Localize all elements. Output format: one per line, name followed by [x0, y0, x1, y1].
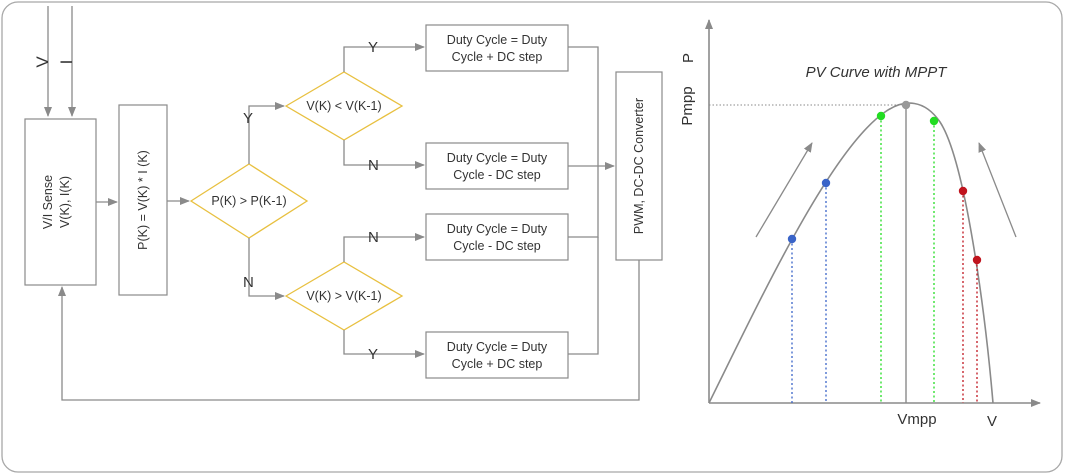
duty-increase-1-line1: Duty Cycle = Duty — [447, 33, 548, 47]
mpp-point — [901, 100, 911, 110]
direction-arrow-left — [755, 142, 813, 238]
duty-increase-2-line1: Duty Cycle = Duty — [447, 340, 548, 354]
decision-upper-diamond — [284, 71, 404, 141]
power-calc-label: P(K) = V(K) * I (K) — [136, 150, 150, 250]
y-axis-label: P — [680, 53, 697, 63]
label-lower-no: N — [368, 229, 379, 246]
duty-increase-box-1 — [425, 24, 569, 72]
duty-decrease-box-2 — [425, 213, 569, 261]
duty-increase-1-line2: Cycle + DC step — [452, 50, 543, 64]
label-lower-yes: Y — [368, 346, 378, 363]
x-axis-label: V — [987, 413, 997, 430]
operating-point-blue-2 — [821, 178, 831, 188]
duty-decrease-2-line1: Duty Cycle = Duty — [447, 222, 548, 236]
operating-point-red-1 — [958, 186, 968, 196]
connector-out1 — [568, 46, 599, 166]
connector-out4 — [568, 237, 599, 355]
vi-sense-values: V(K), I(K) — [58, 176, 72, 228]
input-v-label: V — [33, 56, 52, 68]
feedback-loop — [58, 260, 640, 401]
pmpp-label: Pmpp — [679, 86, 696, 125]
decision-lower-label: V(K) > V(K-1) — [306, 289, 381, 303]
duty-decrease-2-line2: Cycle - DC step — [453, 239, 541, 253]
duty-decrease-1-line1: Duty Cycle = Duty — [447, 151, 548, 165]
pwm-converter-label: PWM, DC-DC Converter — [632, 98, 646, 234]
decision-main-label: P(K) > P(K-1) — [211, 194, 286, 208]
input-i-label: I — [57, 60, 76, 65]
operating-point-red-2 — [972, 255, 982, 265]
decision-main-diamond — [189, 163, 309, 239]
branch-main-yes — [248, 102, 285, 164]
duty-decrease-box-1 — [425, 142, 569, 190]
operating-point-green-2 — [929, 116, 939, 126]
duty-decrease-1-line2: Cycle - DC step — [453, 168, 541, 182]
chart-title: PV Curve with MPPT — [806, 64, 949, 81]
duty-increase-2-line2: Cycle + DC step — [452, 357, 543, 371]
power-calc-box — [118, 104, 168, 296]
label-main-no: N — [243, 274, 254, 291]
flowchart: V I V/I Sense V(K), I(K) P(K) = V(K) * I… — [24, 6, 663, 401]
branch-upper-yes — [343, 43, 425, 72]
vmpp-label: Vmpp — [897, 411, 936, 428]
pwm-converter-box — [615, 71, 663, 261]
direction-arrow-right — [978, 142, 1017, 238]
decision-lower-diamond — [284, 261, 404, 331]
operating-point-blue-1 — [787, 234, 797, 244]
branch-upper-no — [343, 140, 425, 169]
branch-main-no — [248, 238, 285, 300]
operating-point-green-1 — [876, 111, 886, 121]
pv-curve-plot: P Pmpp V Vmpp PV Curve with MPPT — [679, 19, 1041, 430]
decision-upper-label: V(K) < V(K-1) — [306, 99, 381, 113]
vi-sense-box — [24, 118, 97, 286]
branch-lower-yes — [343, 330, 425, 358]
label-upper-no: N — [368, 157, 379, 174]
duty-increase-box-2 — [425, 331, 569, 379]
label-upper-yes: Y — [368, 39, 378, 56]
branch-lower-no — [343, 233, 425, 262]
vi-sense-label: V/I Sense — [41, 175, 55, 229]
label-main-yes: Y — [243, 110, 253, 127]
